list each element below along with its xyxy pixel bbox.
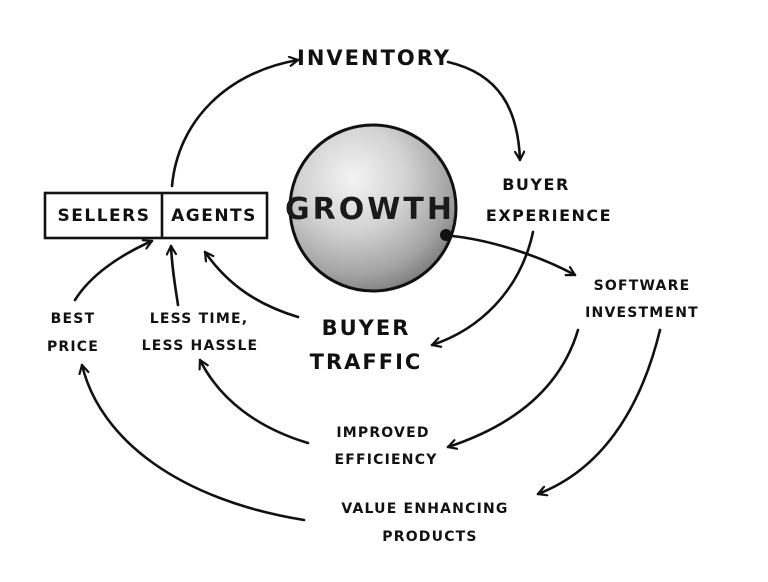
best-price-line2: PRICE [47, 339, 99, 355]
arrow-efficiency-to-less-time [200, 358, 310, 445]
sellers-agents-box: SELLERS AGENTS [43, 191, 269, 240]
arrow-value-products-to-best-price [82, 363, 306, 522]
improved-efficiency-line1: IMPROVED [336, 425, 429, 441]
arrow-growth-to-software-investment [450, 234, 577, 277]
arrow-less-time-to-agents [171, 244, 180, 307]
software-investment-line2: INVESTMENT [585, 305, 699, 321]
sellers-label: SELLERS [58, 206, 151, 226]
software-investment-line1: SOFTWARE [594, 278, 691, 294]
arrow-agents-to-inventory [170, 60, 300, 188]
buyer-experience-line2: EXPERIENCE [486, 206, 612, 225]
less-time-line1: LESS TIME, [150, 311, 248, 327]
improved-efficiency-line2: EFFICIENCY [334, 452, 437, 468]
arrow-software-to-value-products [536, 328, 662, 494]
growth-label: GROWTH [285, 192, 455, 227]
value-enhancing-line1: VALUE ENHANCING [341, 501, 508, 517]
buyer-traffic-line1: BUYER [322, 316, 411, 340]
agents-label: AGENTS [171, 206, 257, 226]
buyer-traffic-line2: TRAFFIC [310, 350, 423, 374]
arrow-best-price-to-agents [73, 241, 154, 302]
inventory-label: INVENTORY [297, 46, 451, 70]
growth-sphere: GROWTH [285, 123, 458, 293]
arrow-software-to-improved-efficiency [446, 328, 580, 447]
arrow-inventory-to-buyer-experience [446, 60, 520, 162]
best-price-line1: BEST [51, 311, 96, 327]
arrow-buyer-experience-to-buyer-traffic [430, 230, 535, 345]
value-enhancing-line2: PRODUCTS [382, 529, 477, 545]
arrow-buyer-traffic-to-agents [203, 250, 300, 319]
growth-output-dot [440, 229, 452, 241]
buyer-experience-line1: BUYER [502, 175, 570, 194]
less-time-line2: LESS HASSLE [142, 338, 259, 354]
